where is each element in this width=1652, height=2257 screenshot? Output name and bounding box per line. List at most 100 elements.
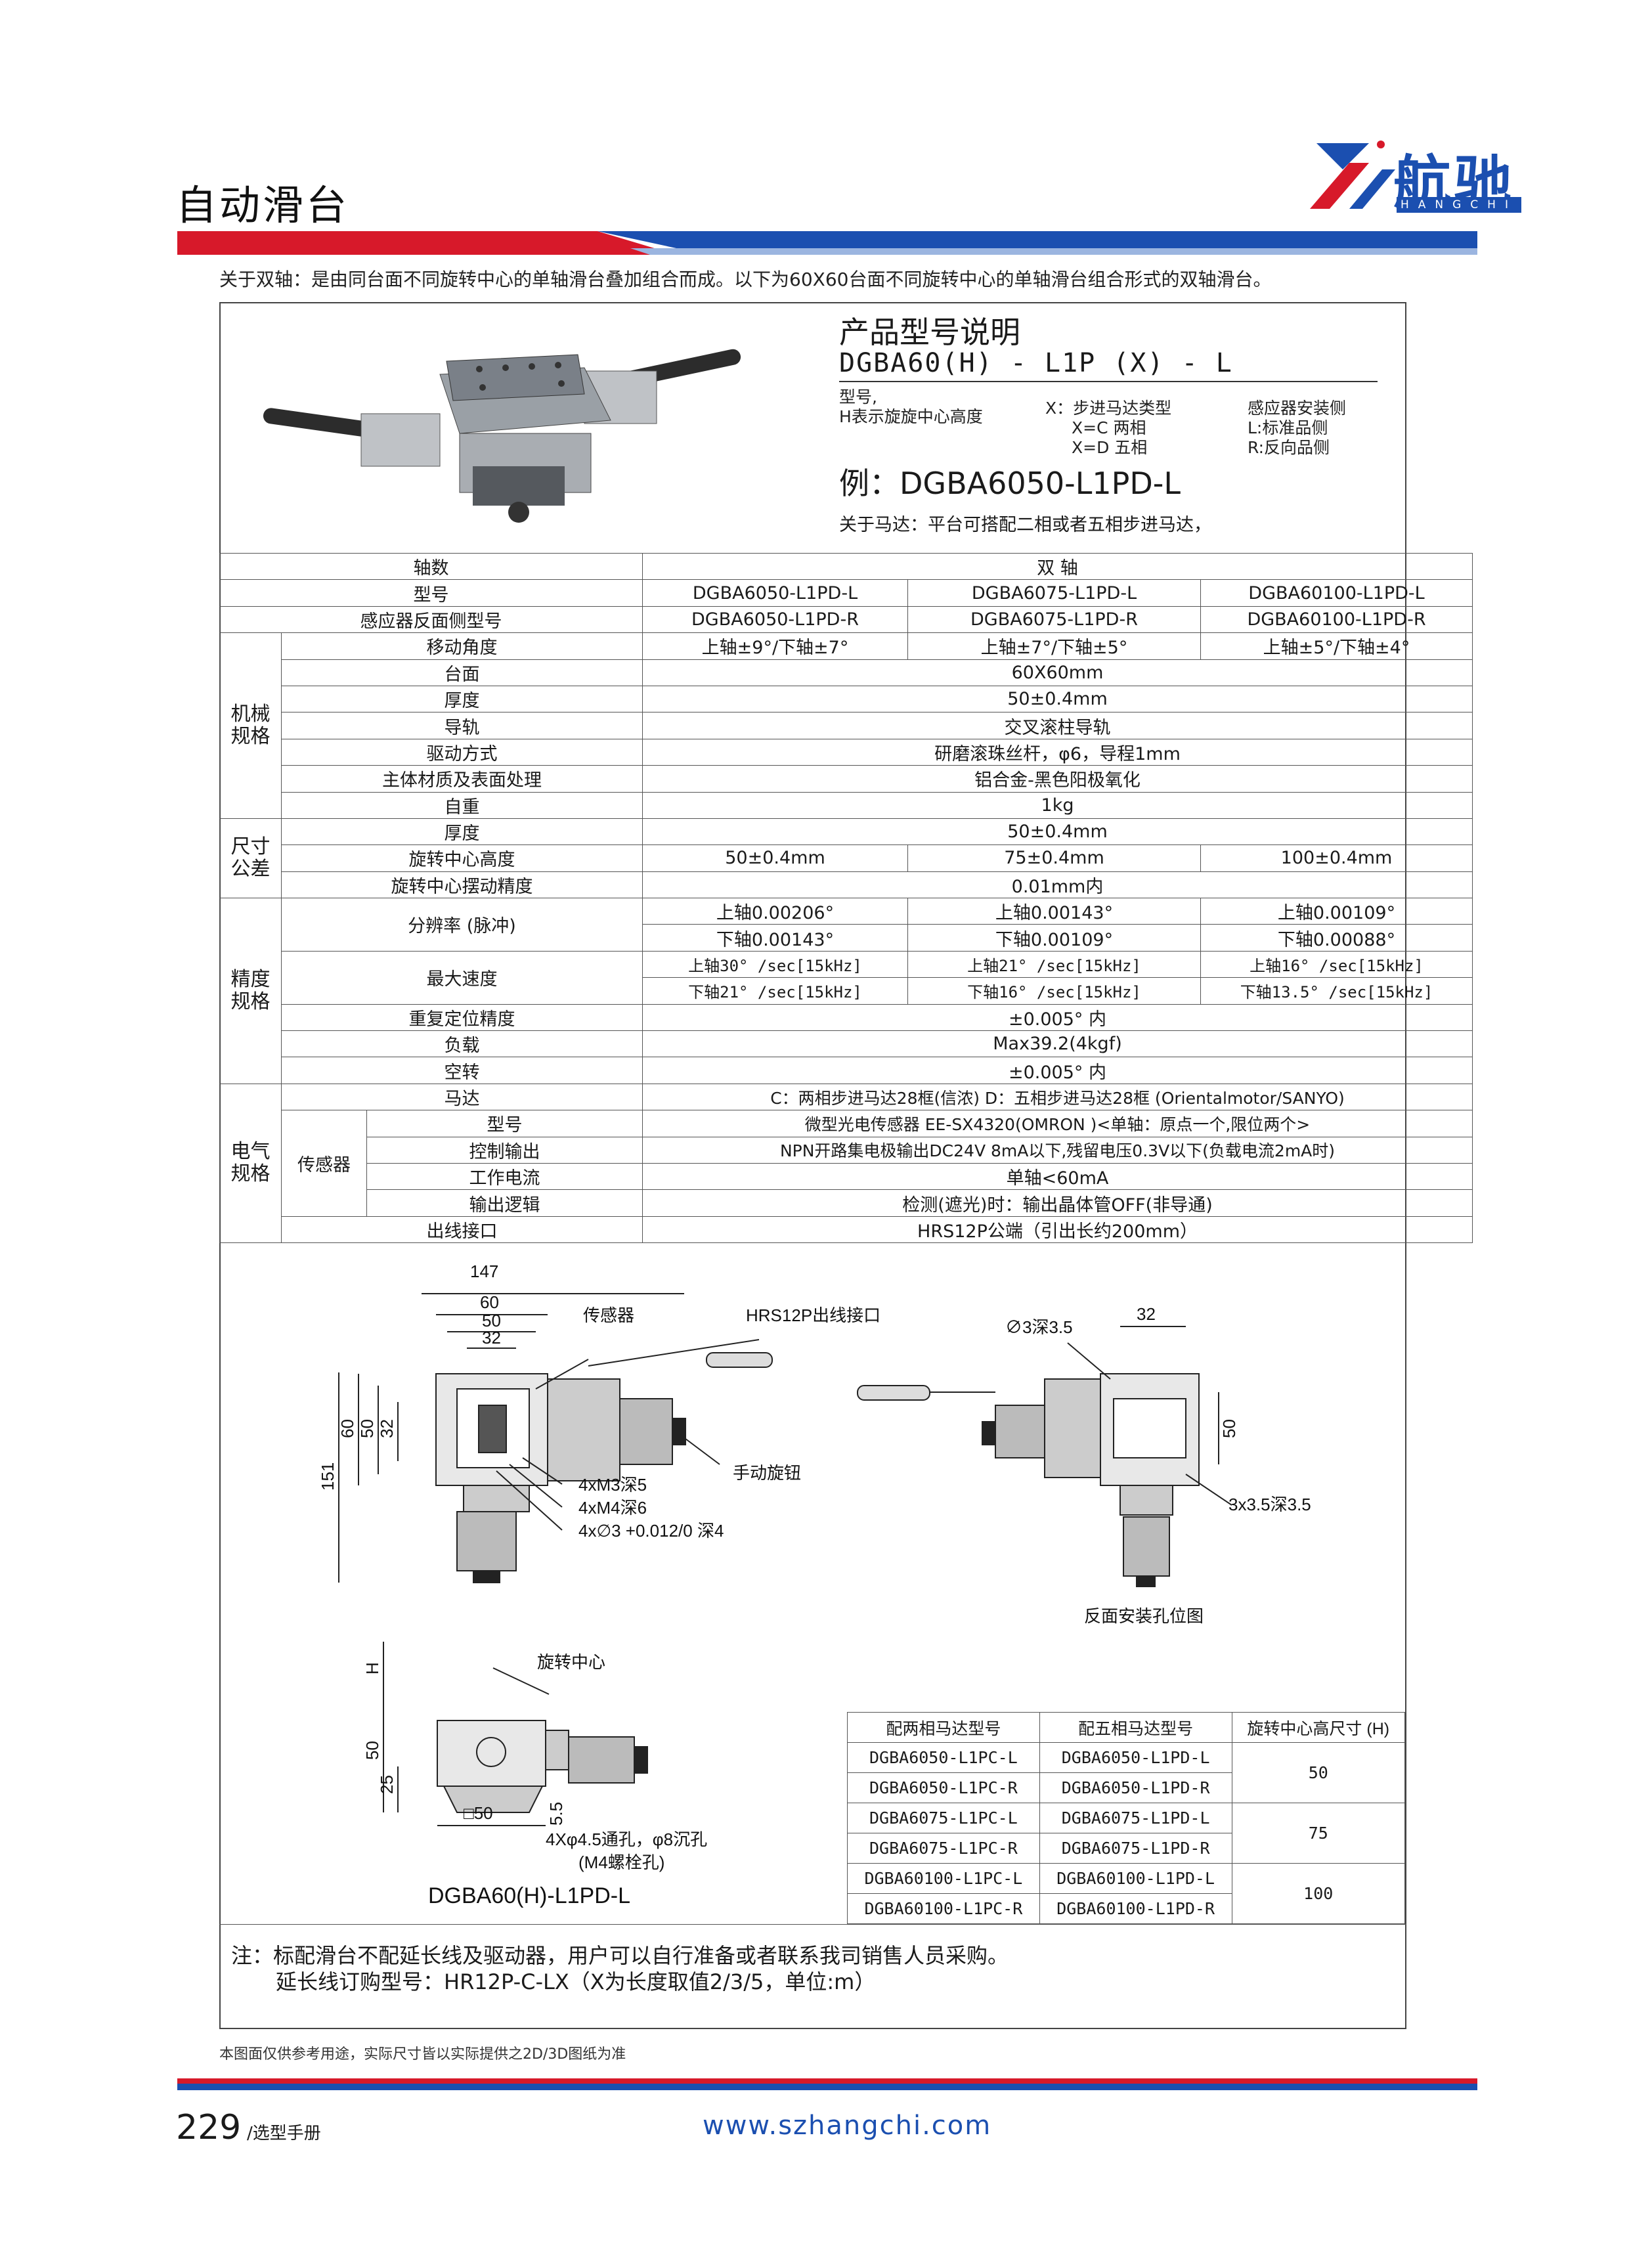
website-link[interactable]: www.szhangchi.com — [703, 2111, 992, 2141]
tol-thickness-label: 厚度 — [281, 818, 643, 846]
model-explain-title: 产品型号说明 — [839, 315, 1020, 350]
model-note-side-line3: R:反向品侧 — [1248, 438, 1330, 457]
model-note-motor-line2: X=C 两相 — [1072, 418, 1146, 437]
sensor-type-label: 型号 — [366, 1110, 643, 1137]
model-note-type: 型号, H表示旋旋中心高度 — [839, 387, 983, 427]
weight-value: 1kg — [641, 791, 1473, 819]
swing-value: 0.01mm内 — [641, 871, 1473, 899]
sensor-output-label: 控制输出 — [366, 1136, 643, 1164]
mini-cell: DGBA6075-L1PD-L — [1039, 1803, 1232, 1833]
dim-50b: 50 — [1219, 1419, 1239, 1438]
thickness-label: 厚度 — [281, 685, 643, 713]
resolution-cell: 上轴0.00143° — [907, 898, 1201, 925]
lost-motion-value: ±0.005° 内 — [641, 1057, 1473, 1084]
mini-header: 配五相马达型号 — [1039, 1712, 1232, 1743]
table-row: 空转±0.005° 内 — [220, 1057, 1473, 1084]
mini-cell: DGBA6050-L1PC-L — [847, 1742, 1040, 1773]
mini-height: 75 — [1231, 1803, 1405, 1864]
dim-50s: 50 — [362, 1741, 382, 1760]
swing-label: 旋转中心摆动精度 — [281, 871, 643, 899]
mini-cell: DGBA6050-L1PD-R — [1039, 1772, 1232, 1803]
resolution-cell: 下轴0.00109° — [907, 924, 1201, 952]
motor-model-table: 配两相马达型号配五相马达型号旋转中心高尺寸 (H) DGBA6050-L1PC-… — [847, 1712, 1405, 1924]
resolution-cell: 上轴0.00109° — [1200, 898, 1473, 925]
model-note-sensor-side: 感应器安装侧 L:标准品侧 R:反向品侧 — [1248, 399, 1346, 458]
product-photo — [263, 349, 741, 523]
sensor-current-value: 单轴<60mA — [641, 1162, 1473, 1191]
mech-group: 机械规格 — [219, 632, 282, 819]
mini-cell: DGBA6050-L1PC-R — [847, 1772, 1040, 1803]
lost-motion-label: 空转 — [281, 1057, 643, 1084]
table-row: 下轴21° /sec[15kHz]下轴16° /sec[15kHz]下轴13.5… — [220, 977, 1473, 1005]
rot-center-cell: 50±0.4mm — [642, 844, 908, 872]
speed-cell: 下轴16° /sec[15kHz] — [907, 977, 1201, 1005]
model-example: 例：DGBA6050-L1PD-L — [839, 466, 1181, 501]
page-title: 自动滑台 — [176, 181, 350, 229]
note-line1: 注：标配滑台不配延长线及驱动器，用户可以自行准备或者联系我司销售人员采购。 — [231, 1943, 1009, 1968]
notes-divider — [219, 1924, 1406, 1925]
dim-50v: 50 — [357, 1419, 377, 1438]
rev-model-cell: DGBA6075-L1PD-R — [907, 605, 1201, 634]
dim-5-5: 5.5 — [546, 1802, 566, 1826]
table-row: 驱动方式研磨滚珠丝杆，φ6，导程1mm — [220, 738, 1473, 766]
speed-cell: 下轴21° /sec[15kHz] — [642, 977, 908, 1005]
speed-cell: 下轴13.5° /sec[15kHz] — [1200, 977, 1473, 1005]
technical-drawing: 147 60 50 32 151 60 50 32 传感器 HRS12P出线接口… — [318, 1261, 1311, 1908]
table-row: 输出逻辑检测(遮光)时：输出晶体管OFF(非导通) — [220, 1189, 1473, 1217]
dim-sq50: □50 — [464, 1803, 493, 1823]
speed-label: 最大速度 — [281, 950, 643, 1005]
tol-thickness-value: 50±0.4mm — [641, 818, 1473, 846]
model-code-format: DGBA60(H) - L1P (X) - L — [839, 348, 1233, 378]
model-note-side-line2: L:标准品侧 — [1248, 418, 1328, 437]
mini-header: 旋转中心高尺寸 (H) — [1231, 1712, 1405, 1743]
electrical-group: 电气规格 — [219, 1083, 282, 1244]
page-number: 229 — [176, 2108, 242, 2147]
dim-32: 32 — [482, 1328, 501, 1348]
table-row: 导轨交叉滚柱导轨 — [220, 712, 1473, 739]
drawing-caption: DGBA60(H)-L1PD-L — [428, 1883, 630, 1908]
sensor-type-value: 微型光电传感器 EE-SX4320(OMRON )<单轴：原点一个,限位两个> — [641, 1110, 1473, 1137]
model-note-motor-line3: X=D 五相 — [1072, 438, 1148, 457]
weight-label: 自重 — [281, 791, 643, 819]
model-note-type-line1: 型号, — [839, 387, 877, 406]
repeat-label: 重复定位精度 — [281, 1003, 643, 1032]
table-size-label: 台面 — [281, 659, 643, 686]
mini-cell: DGBA6075-L1PC-L — [847, 1803, 1040, 1833]
dim-60: 60 — [480, 1292, 499, 1312]
guide-label: 导轨 — [281, 712, 643, 739]
model-note-type-line2: H表示旋旋中心高度 — [839, 407, 983, 426]
table-row: 精度规格分辨率 (脉冲)上轴0.00206°上轴0.00143°上轴0.0010… — [219, 898, 1473, 1084]
repeat-value: ±0.005° 内 — [641, 1003, 1473, 1032]
mini-cell: DGBA6050-L1PD-L — [1039, 1742, 1232, 1773]
angle-label: 移动角度 — [281, 632, 643, 660]
disclaimer: 本图面仅供参考用途，实际尺寸皆以实际提供之2D/3D图纸为准 — [219, 2046, 626, 2063]
model-note-motor-line1: X：步进马达类型 — [1045, 399, 1172, 418]
header-stripe — [177, 231, 1477, 255]
dim-60v: 60 — [337, 1419, 357, 1438]
m4-callout: 4xM4深6 — [578, 1498, 647, 1518]
connector-value: HRS12P公端（引出长约200mm） — [641, 1216, 1473, 1244]
mini-header: 配两相马达型号 — [847, 1712, 1040, 1743]
dim-147: 147 — [470, 1261, 498, 1281]
table-row: 重复定位精度±0.005° 内 — [220, 1003, 1473, 1032]
table-row: 工作电流单轴<60mA — [220, 1162, 1473, 1191]
dim-25: 25 — [377, 1775, 397, 1794]
axes-label: 轴数 — [219, 552, 643, 581]
material-value: 铝合金-黑色阳极氧化 — [641, 765, 1473, 793]
tolerance-group: 尺寸公差 — [219, 818, 282, 899]
pin-callout: 4x∅3 +0.012/0 深4 — [578, 1521, 724, 1541]
mini-cell: DGBA60100-L1PD-R — [1039, 1893, 1232, 1924]
sensor-group: 传感器 — [281, 1110, 367, 1217]
